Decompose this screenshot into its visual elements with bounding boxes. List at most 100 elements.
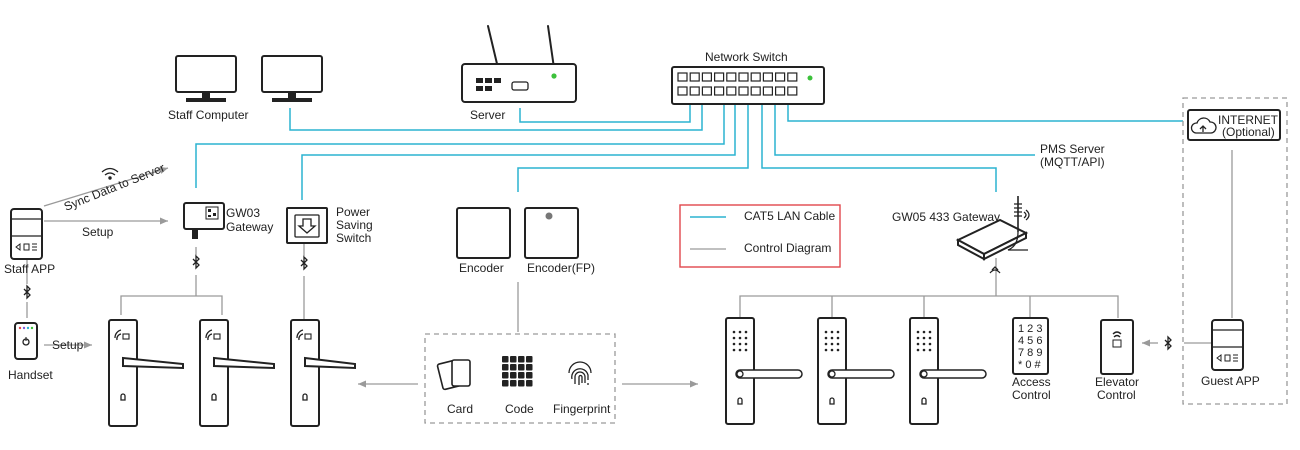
gw05-label: GW05 433 Gateway [892, 210, 1000, 224]
server-label: Server [470, 108, 505, 122]
code-grid-icon [502, 356, 533, 387]
switch-port [713, 86, 725, 96]
code-key [502, 364, 509, 371]
handset [14, 322, 38, 360]
switch-port [750, 72, 761, 82]
door-lock-icon [290, 319, 356, 427]
elevator-control [1100, 319, 1134, 375]
lan-cables [195, 104, 1183, 200]
keypad-row-1: 1 2 3 [1018, 323, 1042, 335]
switch-port [774, 86, 786, 96]
fingerprint-label: Fingerprint [553, 402, 611, 416]
keypad-row-4: * 0 # [1018, 359, 1042, 371]
code-key [502, 372, 509, 379]
code-label: Code [505, 402, 534, 416]
keypad-lock-icon [817, 317, 895, 425]
control-lines [26, 150, 1233, 388]
switch-port [677, 86, 688, 96]
switch-port [762, 72, 774, 82]
code-key [502, 380, 509, 387]
switch-port [738, 86, 749, 96]
power-saving-switch [286, 207, 328, 244]
code-key [502, 356, 509, 363]
bluetooth-icon [23, 284, 31, 300]
setup-label-top: Setup [82, 225, 114, 239]
encoder-fp-label: Encoder(FP) [527, 261, 595, 275]
cloud-upload-icon [1190, 117, 1217, 134]
code-key [526, 380, 533, 387]
bluetooth-icon [192, 254, 200, 270]
card-icon [436, 359, 471, 391]
code-key [518, 372, 525, 379]
server-led [551, 73, 557, 79]
switch-port [726, 72, 737, 82]
switch-port [726, 86, 737, 96]
staff-computer-1 [175, 55, 237, 102]
pms-server-label-1: PMS Server [1040, 142, 1105, 156]
gw03-label-1: GW03 [226, 206, 260, 220]
setup-label-bottom: Setup [52, 338, 84, 352]
switch-port [689, 86, 700, 96]
bluetooth-icon [1164, 335, 1172, 351]
gw03-label-2: Gateway [226, 220, 273, 234]
switch-port [787, 86, 798, 96]
power-label-3: Switch [336, 231, 371, 245]
credential-area [424, 333, 616, 424]
switch-port [774, 72, 786, 82]
staff-app-phone [10, 208, 43, 260]
code-key [510, 372, 517, 379]
switch-port [713, 72, 725, 82]
code-key [526, 372, 533, 379]
pms-server-label-2: (MQTT/API) [1040, 155, 1105, 169]
internet-label-1: INTERNET [1218, 113, 1279, 127]
network-switch-label: Network Switch [705, 50, 788, 64]
door-lock-icon [199, 319, 275, 427]
code-key [518, 356, 525, 363]
legend-lan-label: CAT5 LAN Cable [744, 209, 835, 223]
server-router [461, 25, 577, 103]
gateway-icon [955, 196, 1030, 274]
guest-app-label: Guest APP [1201, 374, 1260, 388]
internet-area [1182, 97, 1288, 405]
keypad-row-3: 7 8 9 [1018, 347, 1042, 359]
power-label-1: Power [336, 205, 370, 219]
staff-app-label: Staff APP [4, 262, 55, 276]
switch-port [787, 72, 798, 82]
switch-port [750, 86, 761, 96]
access-control-keypad [1012, 317, 1049, 375]
elevator-label-2: Control [1097, 388, 1136, 402]
keypad-lock-icon [909, 317, 987, 425]
elevator-label-1: Elevator [1095, 375, 1139, 389]
access-label-2: Control [1012, 388, 1051, 402]
handset-label: Handset [8, 368, 53, 382]
code-key [518, 380, 525, 387]
encoder-label: Encoder [459, 261, 504, 275]
switch-port [701, 86, 713, 96]
legend-control-label: Control Diagram [744, 241, 831, 255]
fingerprint-icon [568, 361, 592, 385]
guest-app-phone [1211, 319, 1244, 371]
card-label: Card [447, 402, 473, 416]
code-key [526, 364, 533, 371]
keypad-row-2: 4 5 6 [1018, 335, 1042, 347]
switch-port [689, 72, 700, 82]
staff-computer-label: Staff Computer [168, 108, 248, 122]
code-key [510, 364, 517, 371]
switch-port [738, 72, 749, 82]
code-key [526, 356, 533, 363]
gw03-gateway [183, 202, 225, 239]
door-lock-icon [108, 319, 184, 427]
staff-computer-2 [261, 55, 323, 102]
encoder-fp [524, 207, 579, 259]
power-label-2: Saving [336, 218, 373, 232]
bluetooth-icon [300, 255, 308, 271]
keypad-lock-icon [725, 317, 803, 425]
encoder [456, 207, 511, 259]
code-key [510, 380, 517, 387]
code-key [518, 364, 525, 371]
internet-label-2: (Optional) [1222, 125, 1275, 139]
switch-port [701, 72, 713, 82]
switch-icon [671, 66, 825, 105]
wifi-icon [101, 167, 119, 180]
